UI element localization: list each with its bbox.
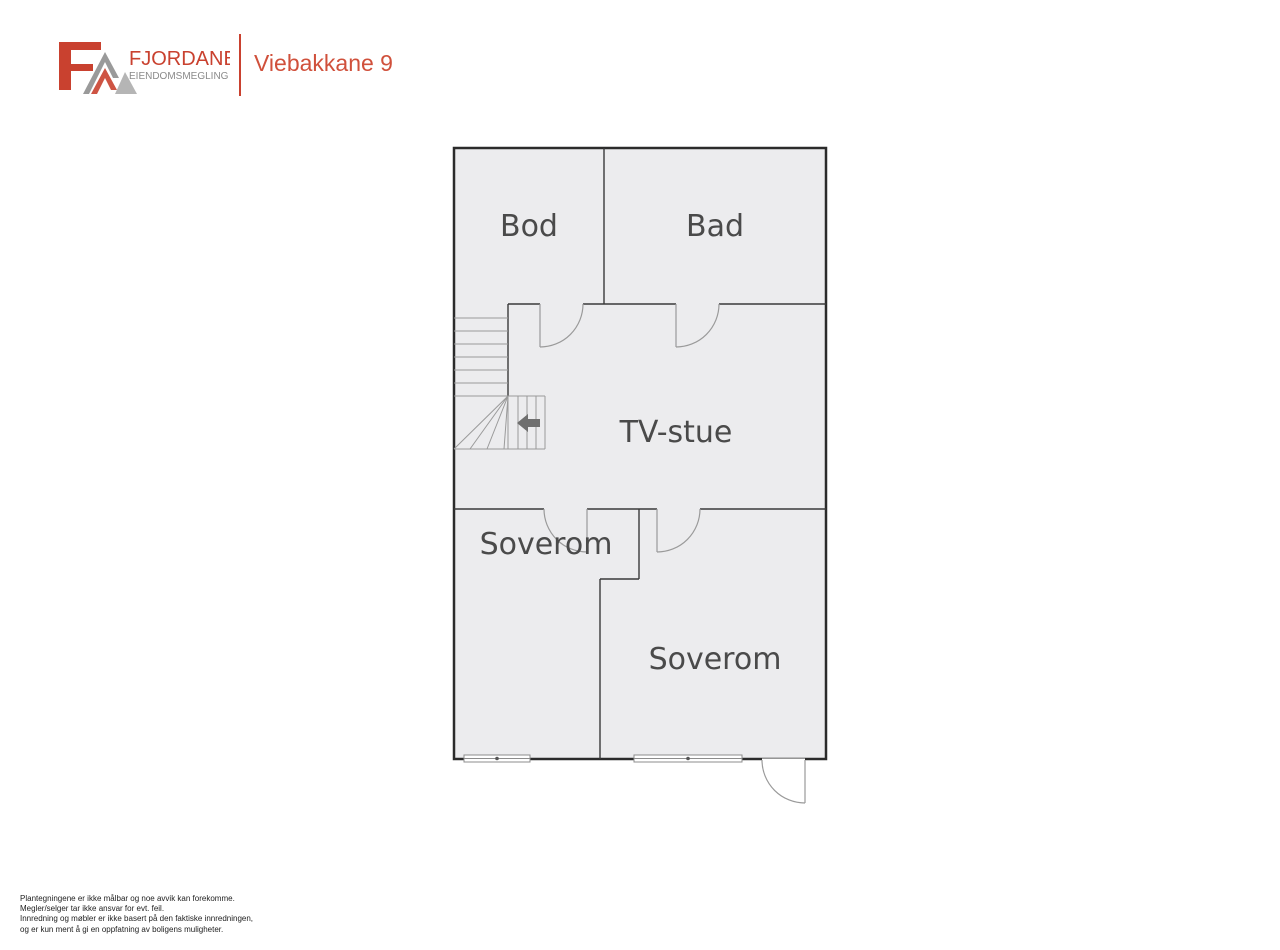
disclaimer: Plantegningene er ikke målbar og noe avv… [20,894,253,935]
header: FJORDANE EIENDOMSMEGLING Viebakkane 9 [55,34,415,98]
room-label-soverom-left: Soverom [480,527,613,562]
logo-brand: FJORDANE [129,48,230,70]
fjordane-logo: FJORDANE EIENDOMSMEGLING [59,42,230,94]
interior-walls [454,148,826,759]
property-title: Viebakkane 9 [254,50,393,76]
disclaimer-line: og er kun ment å gi en oppfatning av bol… [20,924,224,934]
door-bod[interactable] [539,303,584,348]
room-label-tv-stue: TV-stue [619,415,733,450]
room-label-soverom-right: Soverom [649,642,782,677]
stair-direction-arrow-icon [517,414,540,432]
room-label-bad: Bad [686,209,744,244]
door-bad[interactable] [675,303,720,348]
door-exterior[interactable] [761,758,806,804]
disclaimer-line: Megler/selger tar ikke ansvar for evt. f… [20,904,165,914]
logo-sub: EIENDOMSMEGLING [129,71,229,82]
disclaimer-line: Innredning og møbler er ikke basert på d… [20,914,254,924]
door-soverom-right[interactable] [656,508,701,553]
disclaimer-line: Plantegningene er ikke målbar og noe avv… [20,894,235,903]
windows [463,754,743,763]
door-swings [539,303,806,804]
window-right [633,754,743,763]
header-divider [239,34,241,96]
floor-area [454,148,826,759]
door-soverom-left[interactable] [543,508,588,553]
room-label-bod: Bod [500,209,558,244]
window-left [463,754,531,763]
